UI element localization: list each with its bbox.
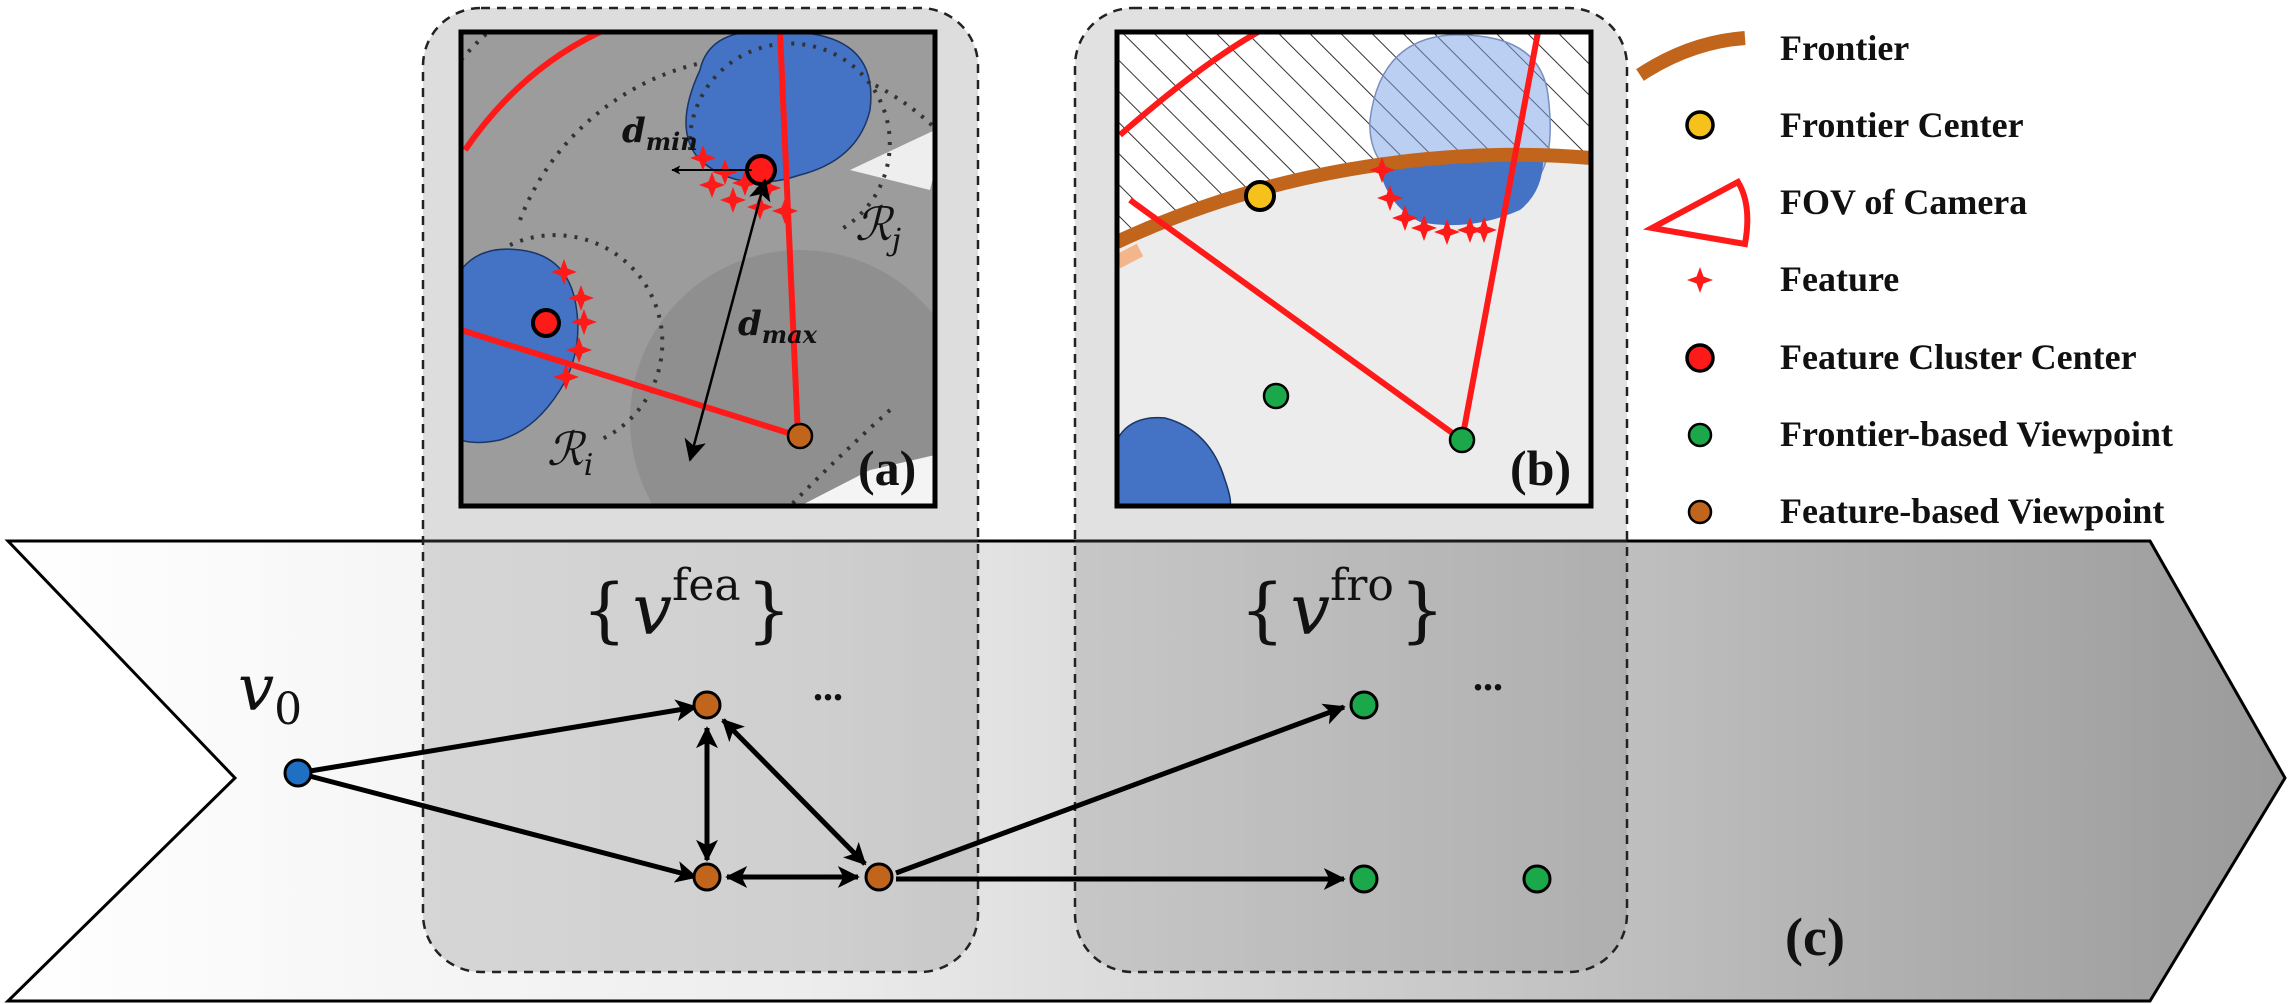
node-v0 xyxy=(283,758,313,788)
feature-viewpoint-a xyxy=(786,422,814,450)
edge-f1-f3 xyxy=(721,718,867,866)
legend-frontier-center: Frontier Center xyxy=(1780,105,2024,145)
edge-v0-f1 xyxy=(297,699,698,776)
frontier-icon xyxy=(1636,31,1746,81)
v0-label: v0 xyxy=(238,652,302,735)
legend-frontier: Frontier xyxy=(1780,28,1909,68)
fov-ray-a1 xyxy=(777,32,801,437)
node-fro-2 xyxy=(1349,864,1379,894)
panel-b-tag: (b) xyxy=(1510,440,1571,496)
dmax-label: dmax xyxy=(738,304,818,349)
obstacle-known-b xyxy=(1378,152,1544,226)
fov-ray-b2 xyxy=(1128,197,1464,443)
cluster-center-i xyxy=(531,308,561,338)
obstacle-blob-top xyxy=(685,32,872,184)
frontier-center-icon xyxy=(1685,110,1715,140)
frontier-viewpoint-b2 xyxy=(1448,426,1476,454)
legend-feature-viewpoint: Feature-based Viewpoint xyxy=(1780,491,2164,531)
fov-icon xyxy=(1642,178,1751,248)
legend: Frontier Frontier Center FOV of Camera F… xyxy=(1636,28,2173,531)
node-fea-1 xyxy=(692,690,722,720)
panel-c-tag: (c) xyxy=(1785,907,1845,967)
fea-ellipsis: ... xyxy=(813,664,843,709)
dmax-arrow xyxy=(684,178,771,462)
node-fea-3 xyxy=(864,862,894,892)
dmin-label: dmin xyxy=(622,111,698,156)
fea-set-label: {vfea} xyxy=(582,560,791,651)
fov-arc-b xyxy=(1118,32,1260,138)
feature-icon xyxy=(1687,267,1713,293)
node-fea-2 xyxy=(692,862,722,892)
fov-arc-a xyxy=(462,32,602,152)
panel-b: (b) xyxy=(1114,29,1594,509)
legend-feature: Feature xyxy=(1780,259,1899,299)
node-fro-1 xyxy=(1349,690,1379,720)
panel-a: dmin dmax ℛj ℛi (a) xyxy=(458,29,938,509)
region-i-arc xyxy=(509,233,665,442)
frontier-center-b xyxy=(1244,180,1276,212)
feature-cluster-center-icon xyxy=(1685,343,1715,373)
edge-v0-f2 xyxy=(297,770,698,883)
legend-feature-cluster-center: Feature Cluster Center xyxy=(1780,337,2137,377)
panel-a-tag: (a) xyxy=(858,440,916,496)
fro-ellipsis: ... xyxy=(1473,654,1503,699)
panel-c xyxy=(4,539,2287,1003)
obstacle-corner-b xyxy=(1117,416,1232,506)
edge-f3-r1 xyxy=(895,703,1346,876)
node-fro-3 xyxy=(1522,864,1552,894)
legend-frontier-viewpoint: Frontier-based Viewpoint xyxy=(1780,414,2173,454)
frontier-viewpoint-icon xyxy=(1687,422,1713,448)
graph: v0 {vfea} {vfro} ... ... xyxy=(238,560,1552,894)
region-i-label: ℛi xyxy=(547,422,593,483)
chevron-banner xyxy=(4,539,2287,1003)
frontier-viewpoint-b1 xyxy=(1262,382,1290,410)
fro-set-label: {vfro} xyxy=(1240,560,1444,651)
region-j-label: ℛj xyxy=(855,197,901,258)
feature-viewpoint-icon xyxy=(1687,499,1713,525)
fov-ray-b1 xyxy=(1459,32,1541,441)
legend-fov: FOV of Camera xyxy=(1780,182,2027,222)
